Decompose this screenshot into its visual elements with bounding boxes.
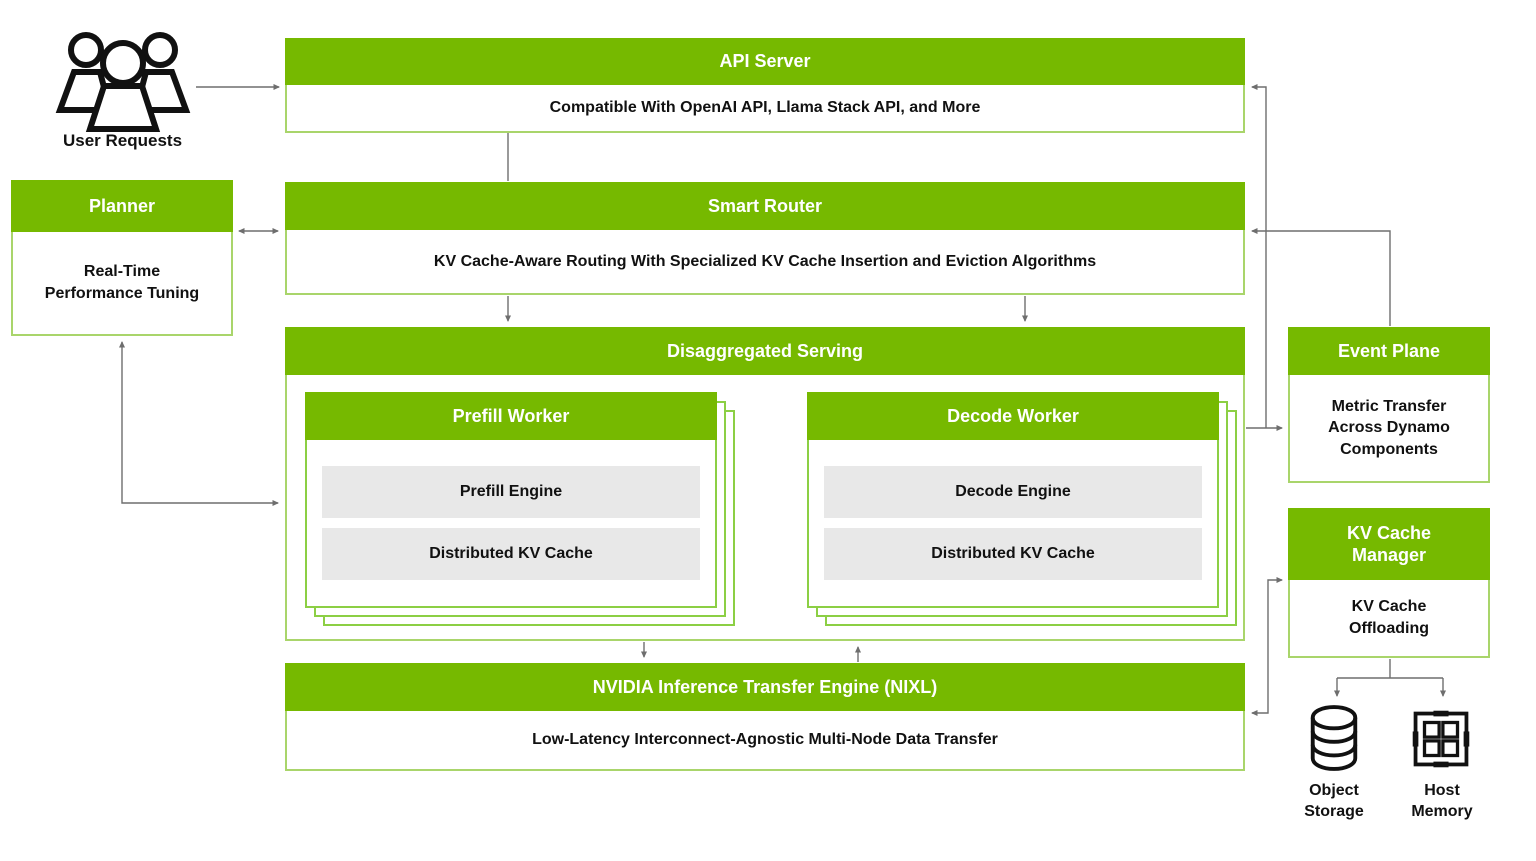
decode-worker-title: Decode Worker xyxy=(807,392,1219,440)
nixl-title: NVIDIA Inference Transfer Engine (NIXL) xyxy=(285,663,1245,711)
user-requests-label: User Requests xyxy=(62,131,183,150)
smart-router-title: Smart Router xyxy=(285,182,1245,230)
smart-router-body: KV Cache-Aware Routing With Specialized … xyxy=(287,230,1243,293)
planner-body: Real-Time Performance Tuning xyxy=(13,232,231,334)
kv-cache-manager-box: KV Cache Manager KV Cache Offloading xyxy=(1288,508,1490,658)
decode-engine-box: Decode Engine xyxy=(824,466,1202,518)
arrow-planner-disagg xyxy=(119,341,279,506)
event-plane-box: Event Plane Metric Transfer Across Dynam… xyxy=(1288,327,1490,483)
object-storage-label: Object Storage xyxy=(1304,782,1364,820)
memory-chip-icon xyxy=(1412,710,1470,768)
nixl-box: NVIDIA Inference Transfer Engine (NIXL) … xyxy=(285,663,1245,771)
event-plane-body: Metric Transfer Across Dynamo Components xyxy=(1290,375,1488,481)
kv-cache-manager-body: KV Cache Offloading xyxy=(1290,580,1488,656)
decode-distributed-kv-cache-box: Distributed KV Cache xyxy=(824,528,1202,580)
host-memory-group xyxy=(1408,706,1474,772)
prefill-engine-box: Prefill Engine xyxy=(322,466,700,518)
arrow-event-plane-to-smart-router xyxy=(1251,228,1391,326)
planner-box: Planner Real-Time Performance Tuning xyxy=(11,180,233,336)
smart-router-box: Smart Router KV Cache-Aware Routing With… xyxy=(285,182,1245,295)
nixl-body: Low-Latency Interconnect-Agnostic Multi-… xyxy=(287,711,1243,769)
event-plane-title: Event Plane xyxy=(1288,327,1490,375)
host-memory-label: Host Memory xyxy=(1411,782,1473,820)
kv-cache-manager-title: KV Cache Manager xyxy=(1288,508,1490,580)
prefill-worker-title: Prefill Worker xyxy=(305,392,717,440)
api-server-title: API Server xyxy=(285,38,1245,85)
arrow-feedback-to-api-server xyxy=(1251,84,1267,428)
user-requests-group xyxy=(48,26,198,136)
planner-title: Planner xyxy=(11,180,233,232)
arrow-nixl-kv-cache-manager xyxy=(1251,577,1283,716)
disaggregated-serving-title: Disaggregated Serving xyxy=(285,327,1245,375)
users-icon xyxy=(55,32,191,132)
line-kv-cache-manager-split xyxy=(1337,659,1443,679)
api-server-box: API Server Compatible With OpenAI API, L… xyxy=(285,38,1245,133)
database-icon xyxy=(1310,705,1358,771)
object-storage-group xyxy=(1305,704,1363,772)
api-server-body: Compatible With OpenAI API, Llama Stack … xyxy=(287,85,1243,131)
prefill-distributed-kv-cache-box: Distributed KV Cache xyxy=(322,528,700,580)
